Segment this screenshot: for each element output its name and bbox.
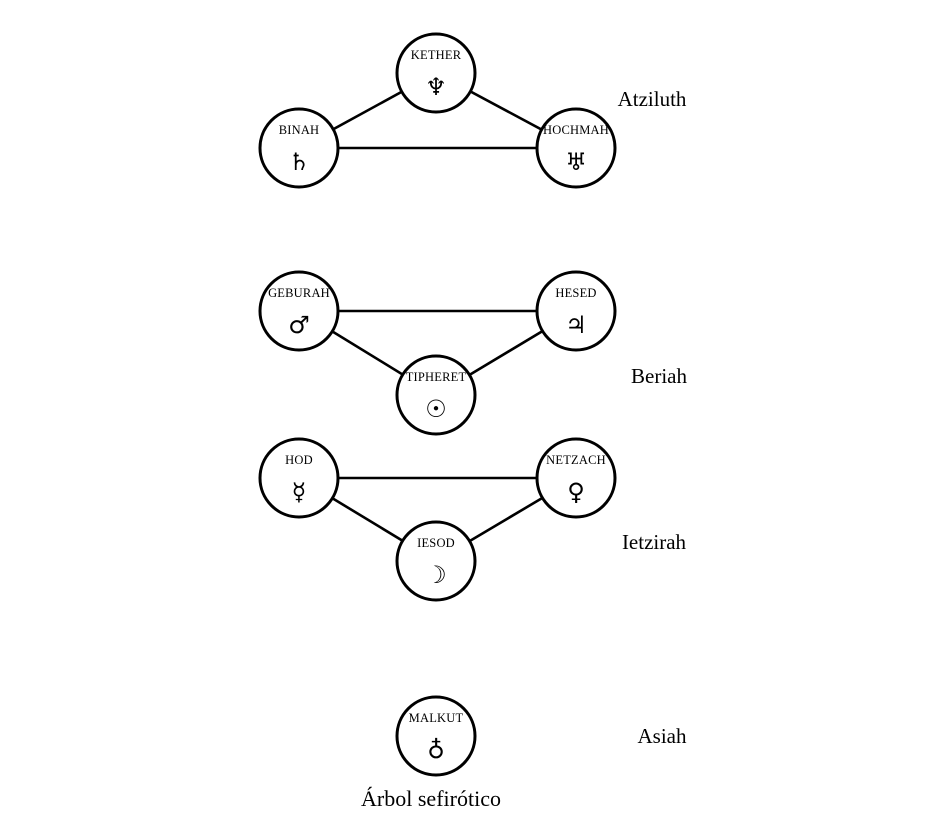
connections [298,71,577,563]
mercury-icon: ☿ [292,478,307,506]
node-circle-hod [258,437,340,519]
saturn-icon: ♄ [288,148,310,176]
node-label-kether: KETHER [411,48,462,62]
node-label-tiphereth: TIPHERET [406,370,467,384]
jupiter-icon: ♃ [565,311,587,339]
diagram-caption: Árbol sefirótico [361,786,501,811]
world-label-asiah: Asiah [638,724,687,748]
node-hochmah: HOCHMAH ♅ [535,107,617,189]
uranus-icon: ♅ [565,148,587,176]
moon-icon: ☽ [425,561,447,589]
node-hod: HOD ☿ [258,437,340,519]
node-label-hod: HOD [285,453,313,467]
node-hesed: HESED ♃ [535,270,617,352]
node-label-hochmah: HOCHMAH [543,123,609,137]
node-circle-iesod [395,520,477,602]
node-label-malkut: MALKUT [409,711,464,725]
node-circle-netzach [535,437,617,519]
node-malkut: MALKUT ♁ [395,695,477,777]
world-label-beriah: Beriah [631,364,687,388]
node-label-hesed: HESED [555,286,596,300]
node-label-netzach: NETZACH [546,453,606,467]
node-kether: KETHER ♆ [395,32,477,114]
node-circle-tiphereth [395,354,477,436]
earth-icon: ♁ [427,736,445,764]
node-binah: BINAH ♄ [258,107,340,189]
node-netzach: NETZACH ♀ [535,437,617,519]
node-circle-kether [395,32,477,114]
sephiroth-nodes: KETHER ♆ BINAH ♄ HOCHMAH ♅ GEBURAH ♂ HESED ♃ TIPHE… [258,32,617,777]
world-label-atziluth: Atziluth [618,87,687,111]
node-circle-binah [258,107,340,189]
node-label-iesod: IESOD [417,536,455,550]
node-circle-geburah [258,270,340,352]
neptune-icon: ♆ [425,73,447,101]
node-iesod: IESOD ☽ [395,520,477,602]
mars-icon: ♂ [288,311,310,339]
node-label-binah: BINAH [279,123,320,137]
node-label-geburah: GEBURAH [268,286,330,300]
node-circle-hochmah [535,107,617,189]
node-tiphereth: TIPHERET ☉ [395,354,477,436]
world-label-ietzirah: Ietzirah [622,530,687,554]
node-geburah: GEBURAH ♂ [258,270,340,352]
sun-icon: ☉ [425,395,447,423]
venus-icon: ♀ [567,478,585,506]
node-circle-hesed [535,270,617,352]
node-circle-malkut [395,695,477,777]
